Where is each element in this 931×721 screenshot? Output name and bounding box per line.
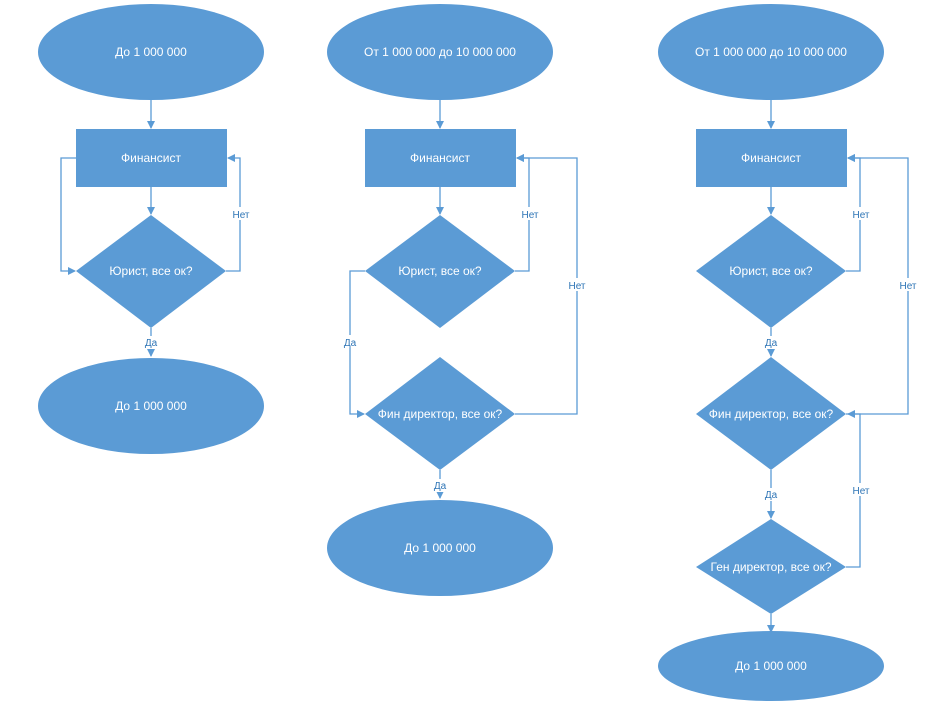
start-terminator xyxy=(38,4,264,100)
decision-cfo-text: Фин директор, все ок? xyxy=(378,407,503,421)
process-box xyxy=(696,129,847,187)
start-text: До 1 000 000 xyxy=(115,45,187,59)
edge-label-yes: Да xyxy=(145,338,158,349)
process-box xyxy=(365,129,516,187)
decision-lawyer-text: Юрист, все ок? xyxy=(729,264,813,278)
end-terminator xyxy=(327,500,553,596)
process-text: Финансист xyxy=(741,151,801,165)
edge-process-to-decision-left xyxy=(60,157,76,275)
edge-label-no: Нет xyxy=(852,210,869,221)
decision-cfo-text: Фин директор, все ок? xyxy=(709,407,834,421)
decision-lawyer-text: Юрист, все ок? xyxy=(398,264,482,278)
decision-cfo-diamond xyxy=(365,357,515,470)
process-box xyxy=(76,129,227,187)
process-text: Финансист xyxy=(121,151,181,165)
decision-cfo-diamond xyxy=(696,357,846,470)
edge-label-no: Нет xyxy=(521,210,538,221)
flowchart-2: Нет Нет Да Да От 1 000 000 до 10 000 000… xyxy=(327,4,588,596)
decision-lawyer-diamond xyxy=(365,215,515,328)
start-text: От 1 000 000 до 10 000 000 xyxy=(364,45,516,59)
flowchart-3: Нет Нет Нет Да Да От 1 000 000 до 10 000… xyxy=(658,4,919,701)
start-text: От 1 000 000 до 10 000 000 xyxy=(695,45,847,59)
decision-lawyer-diamond xyxy=(696,215,846,328)
edge-label-yes: Да xyxy=(344,338,357,349)
decision-text: Юрист, все ок? xyxy=(109,264,193,278)
end-terminator xyxy=(38,358,264,454)
edge-label-yes: Да xyxy=(765,490,778,501)
edge-label-no: Нет xyxy=(232,210,249,221)
end-terminator xyxy=(658,631,884,701)
edge-label-yes: Да xyxy=(434,481,447,492)
edge-label-no: Нет xyxy=(899,281,916,292)
edge-label-yes: Да xyxy=(765,338,778,349)
decision-diamond xyxy=(76,215,226,328)
flowchart-1: Нет Да До 1 000 000 Финансист Юрист, все… xyxy=(38,4,264,454)
edge-label-no: Нет xyxy=(568,281,585,292)
decision-ceo-diamond xyxy=(696,519,846,614)
end-text: До 1 000 000 xyxy=(735,659,807,673)
decision-ceo-text: Ген директор, все ок? xyxy=(711,560,832,574)
end-text: До 1 000 000 xyxy=(115,399,187,413)
start-terminator xyxy=(658,4,884,100)
edge-label-no: Нет xyxy=(852,486,869,497)
start-terminator xyxy=(327,4,553,100)
process-text: Финансист xyxy=(410,151,470,165)
end-text: До 1 000 000 xyxy=(404,541,476,555)
